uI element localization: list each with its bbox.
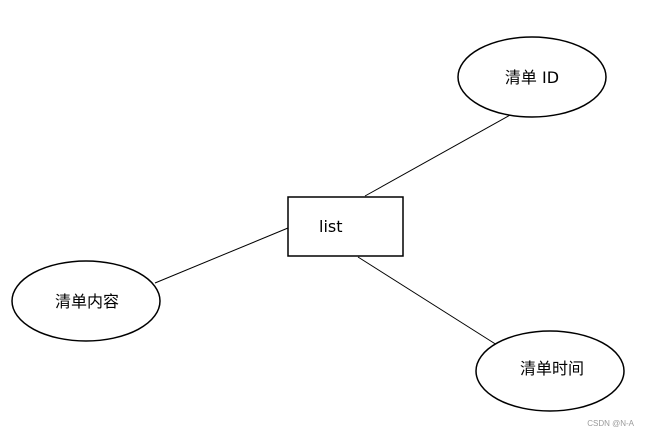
attribute-time-ellipse — [475, 330, 625, 412]
entity-box — [287, 196, 404, 257]
entity-label: list — [319, 217, 343, 236]
watermark: CSDN @N-A — [587, 419, 634, 428]
connector-content — [154, 227, 289, 284]
attribute-content-ellipse — [11, 260, 161, 342]
attribute-time-label: 清单时间 — [520, 359, 584, 378]
attribute-id-label: 清单 ID — [505, 68, 559, 87]
attribute-content-label: 清单内容 — [55, 292, 119, 311]
connector-id — [364, 113, 513, 197]
connector-time — [357, 256, 498, 346]
entity-list[interactable]: list — [287, 196, 404, 257]
attribute-id-ellipse — [457, 36, 607, 118]
attribute-id[interactable]: 清单 ID — [457, 36, 607, 118]
attribute-content[interactable]: 清单内容 — [11, 260, 161, 342]
attribute-time[interactable]: 清单时间 — [475, 330, 625, 412]
